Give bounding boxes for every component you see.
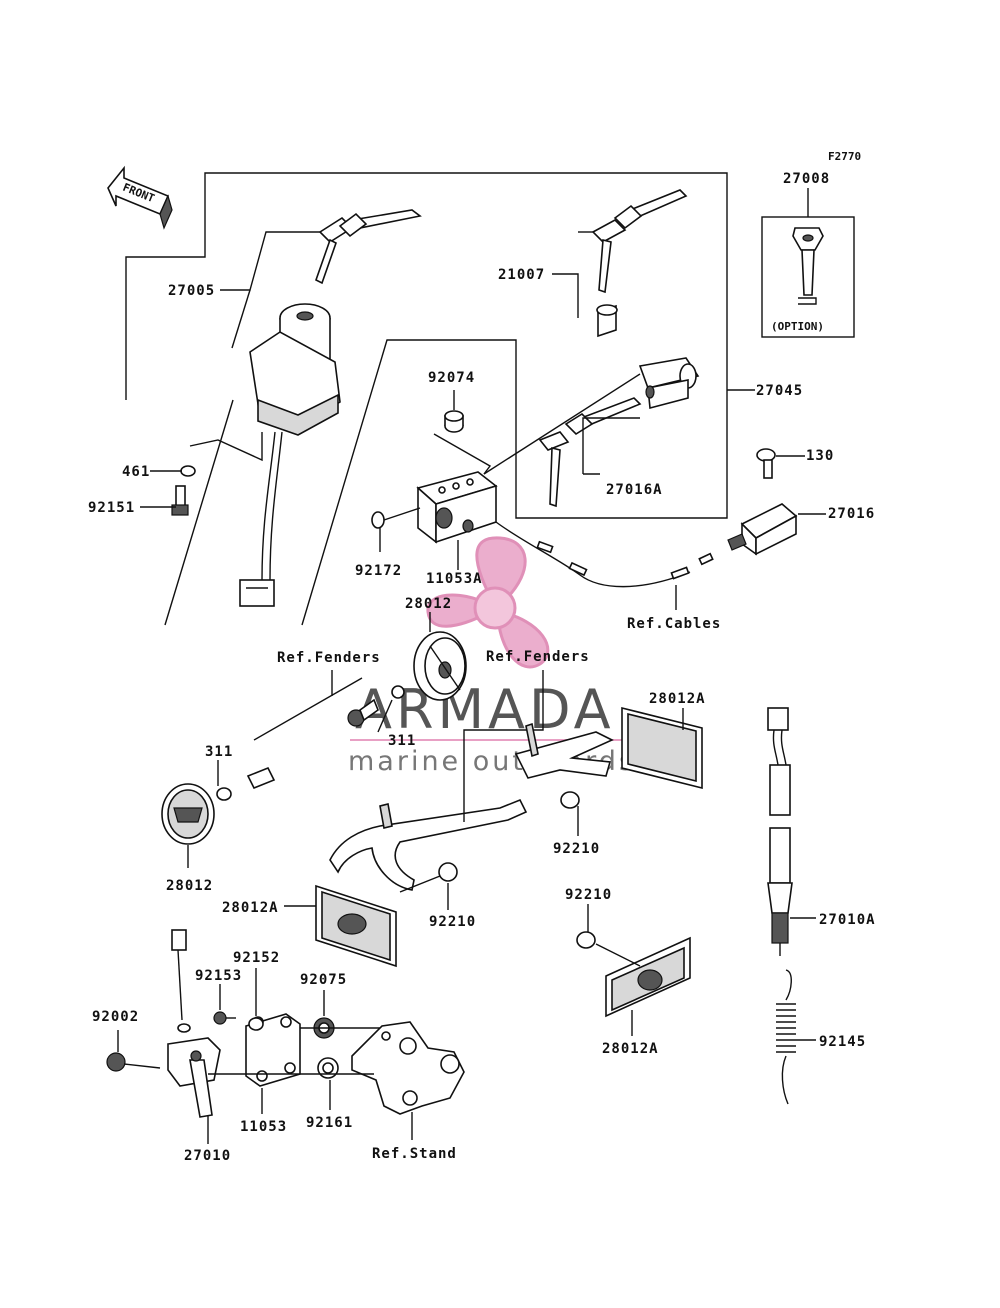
callout-27010: 27010 (184, 1148, 231, 1164)
callout-92210-mid: 92210 (429, 914, 476, 930)
nut-311-mid-icon (391, 685, 405, 699)
key-lock-set-group (538, 189, 755, 508)
spring-92145-icon (776, 969, 796, 1105)
callout-28012A-low: 28012A (602, 1041, 659, 1057)
license-bracket-icon (329, 798, 528, 891)
callout-311-mid: 311 (388, 733, 416, 749)
callout-21007: 21007 (498, 267, 545, 283)
washer-461-icon (180, 465, 196, 477)
spacer-92161-icon (317, 1057, 339, 1079)
bolt-92151-icon (171, 485, 189, 516)
callout-28012A-top: 28012A (649, 691, 706, 707)
option-key-box: (OPTION) (761, 188, 855, 338)
grommet-92210-mid-icon (438, 862, 458, 882)
screw-92172-icon (371, 507, 421, 529)
callout-27045: 27045 (756, 383, 803, 399)
callout-130: 130 (806, 448, 834, 464)
brake-switch-27010A-icon (767, 707, 793, 956)
callout-27010A: 27010A (819, 912, 876, 928)
bolt-311-left-icon (246, 766, 276, 790)
front-arrow-icon: FRONT (107, 165, 173, 230)
callout-92075: 92075 (300, 972, 347, 988)
reflector-28012A-top-icon (621, 706, 703, 790)
callout-311-left: 311 (205, 744, 233, 760)
reflector-bracket-right-icon (514, 722, 614, 779)
callout-27016: 27016 (828, 506, 875, 522)
reflector-28012A-low-icon (605, 936, 691, 1018)
seat-latch-27016-icon (727, 503, 798, 556)
reflector-28012-left-icon (161, 783, 215, 845)
key-pair-21007-icon (591, 189, 688, 294)
nut-92210-right-icon (560, 791, 580, 809)
propeller-icon (426, 536, 550, 669)
callout-ref-stand: Ref.Stand (372, 1146, 457, 1162)
option-label: (OPTION) (771, 320, 824, 333)
lock-cylinder-icon (596, 304, 618, 338)
stand-switch-27010-icon (167, 929, 221, 1118)
stand-bracket-icon (351, 1021, 465, 1115)
callout-11053: 11053 (240, 1119, 287, 1135)
callout-92074: 92074 (428, 370, 475, 386)
screw-92002-icon (106, 1052, 161, 1072)
wire-harness-icon (239, 431, 283, 607)
callout-ref-cables: Ref.Cables (627, 616, 721, 632)
nut-311-left-icon (216, 787, 232, 801)
reflector-28012A-left-icon (315, 884, 397, 968)
seat-lock-icon (638, 357, 700, 410)
ignition-switch-group (125, 172, 728, 626)
reflector-28012-top-icon (413, 631, 467, 701)
callout-ref-fenders-right: Ref.Fenders (486, 649, 590, 665)
washer-92152-icon (248, 1017, 264, 1031)
seat-lock-cable-icon (495, 521, 714, 588)
callout-92145: 92145 (819, 1034, 866, 1050)
bolt-92153-icon (213, 1011, 236, 1025)
plate-11053-icon (245, 1013, 301, 1087)
callout-92153: 92153 (195, 968, 242, 984)
ignition-key-pair-icon (315, 209, 422, 285)
figure-code: F2770 (828, 150, 861, 163)
grommet-92074-icon (444, 410, 464, 433)
key-pair-27016A-icon (538, 397, 642, 508)
bolt-rear-icon (347, 698, 379, 727)
callout-461: 461 (122, 464, 150, 480)
callout-92172: 92172 (355, 563, 402, 579)
callout-27005: 27005 (168, 283, 215, 299)
bolt-130-icon (756, 448, 776, 479)
callout-28012-left: 28012 (166, 878, 213, 894)
callout-92002: 92002 (92, 1009, 139, 1025)
callout-92210-right: 92210 (553, 841, 600, 857)
bracket-11053A-icon (416, 471, 498, 544)
callout-27016A: 27016A (606, 482, 663, 498)
callout-92161: 92161 (306, 1115, 353, 1131)
callout-92210-low: 92210 (565, 887, 612, 903)
callout-28012A-left: 28012A (222, 900, 279, 916)
callout-11053A: 11053A (426, 571, 483, 587)
callout-27008: 27008 (783, 171, 830, 187)
callout-92152: 92152 (233, 950, 280, 966)
callout-92151: 92151 (88, 500, 135, 516)
callout-ref-fenders-left: Ref.Fenders (277, 650, 381, 666)
nut-92210-low-icon (576, 931, 596, 949)
ignition-switch-icon (249, 303, 341, 436)
callout-28012-top: 28012 (405, 596, 452, 612)
